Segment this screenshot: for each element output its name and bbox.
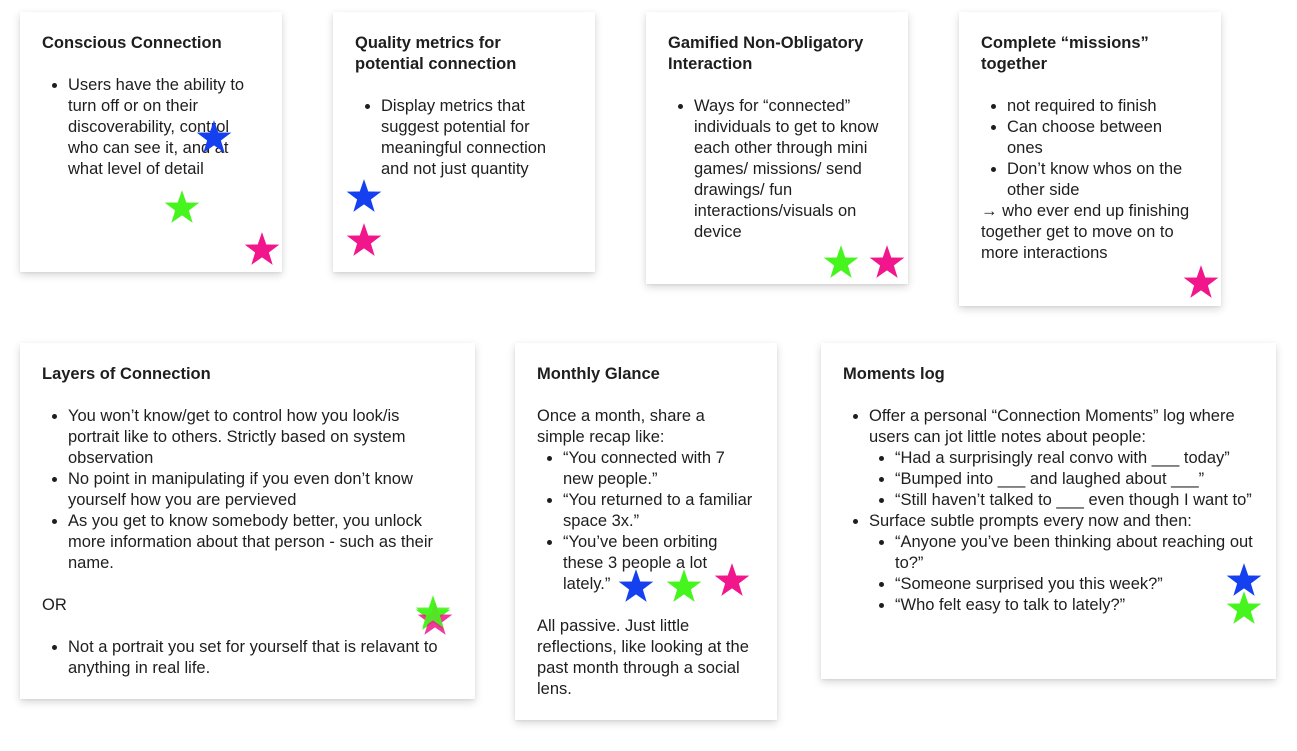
note-bullet: “You connected with 7 new people.”: [563, 448, 755, 490]
note-bullet: Users have the ability to turn off or on…: [68, 75, 260, 180]
pink-star-icon[interactable]: [713, 562, 751, 600]
note-bullet-text: Offer a personal “Connection Moments” lo…: [869, 407, 1235, 446]
note-bullet: No point in manipulating if you even don…: [68, 469, 453, 511]
sticky-note-moments-log[interactable]: Moments log Offer a personal “Connection…: [821, 343, 1276, 679]
note-sub-bullet: “Had a surprisingly real convo with ___ …: [895, 448, 1254, 469]
note-title: Moments log: [843, 365, 945, 383]
note-bullet: Not a portrait you set for yourself that…: [68, 637, 453, 679]
sticky-note-layers-of-connection[interactable]: Layers of Connection You won’t know/get …: [20, 343, 475, 699]
note-title: Complete “missions” together: [981, 34, 1149, 73]
green-star-icon[interactable]: [1225, 590, 1263, 628]
note-bullet: As you get to know somebody better, you …: [68, 511, 453, 574]
sticky-note-gamified-interaction[interactable]: Gamified Non-Obligatory Interaction Ways…: [646, 12, 908, 284]
blue-star-icon[interactable]: [345, 178, 383, 216]
note-bullet: Ways for “connected” individuals to get …: [694, 96, 886, 243]
note-bullet: Can choose between ones: [1007, 117, 1199, 159]
note-paragraph: Once a month, share a simple recap like:: [537, 407, 705, 446]
note-sub-bullet: “Someone surprised you this week?”: [895, 574, 1254, 595]
note-bullet: “You returned to a familiar space 3x.”: [563, 490, 755, 532]
note-sub-bullet: “Who felt easy to talk to lately?”: [895, 595, 1254, 616]
blue-star-icon[interactable]: [195, 119, 233, 157]
pink-star-icon[interactable]: [868, 244, 906, 282]
note-sub-bullet: “Still haven’t talked to ___ even though…: [895, 490, 1254, 511]
note-sub-bullet: “Bumped into ___ and laughed about ___”: [895, 469, 1254, 490]
sticky-note-quality-metrics[interactable]: Quality metrics for potential connection…: [333, 12, 595, 272]
blue-star-icon[interactable]: [617, 568, 655, 606]
note-bullet: “You’ve been orbiting these 3 people a l…: [563, 532, 755, 595]
note-title: Gamified Non-Obligatory Interaction: [668, 34, 864, 73]
note-title: Conscious Connection: [42, 34, 222, 52]
note-bullet: not required to finish: [1007, 96, 1199, 117]
green-star-icon[interactable]: [163, 189, 201, 227]
note-title: Monthly Glance: [537, 365, 660, 383]
note-bullet: Don’t know whos on the other side: [1007, 159, 1199, 201]
sticky-note-conscious-connection[interactable]: Conscious Connection Users have the abil…: [20, 12, 282, 272]
note-bullet: Display metrics that suggest potential f…: [381, 96, 573, 180]
note-paragraph: All passive. Just little reflections, li…: [537, 617, 749, 698]
green-star-icon[interactable]: [665, 568, 703, 606]
green-star-icon[interactable]: [822, 244, 860, 282]
note-title: Layers of Connection: [42, 365, 211, 383]
note-paragraph: → who ever end up finishing together get…: [981, 202, 1190, 262]
note-bullet: Surface subtle prompts every now and the…: [869, 511, 1254, 616]
pink-star-icon[interactable]: [243, 231, 281, 269]
note-bullet: Offer a personal “Connection Moments” lo…: [869, 406, 1254, 511]
note-title: Quality metrics for potential connection: [355, 34, 517, 73]
note-bullet-text: Surface subtle prompts every now and the…: [869, 512, 1192, 530]
green-star-icon[interactable]: [414, 594, 452, 632]
sticky-note-monthly-glance[interactable]: Monthly Glance Once a month, share a sim…: [515, 343, 777, 720]
pink-star-icon[interactable]: [345, 222, 383, 260]
sticky-note-complete-missions[interactable]: Complete “missions” together not require…: [959, 12, 1221, 306]
note-sub-bullet: “Anyone you’ve been thinking about reach…: [895, 532, 1254, 574]
note-or-label: OR: [42, 596, 67, 614]
note-bullet: You won’t know/get to control how you lo…: [68, 406, 453, 469]
pink-star-icon[interactable]: [1182, 264, 1220, 302]
blue-star-icon[interactable]: [1225, 562, 1263, 600]
